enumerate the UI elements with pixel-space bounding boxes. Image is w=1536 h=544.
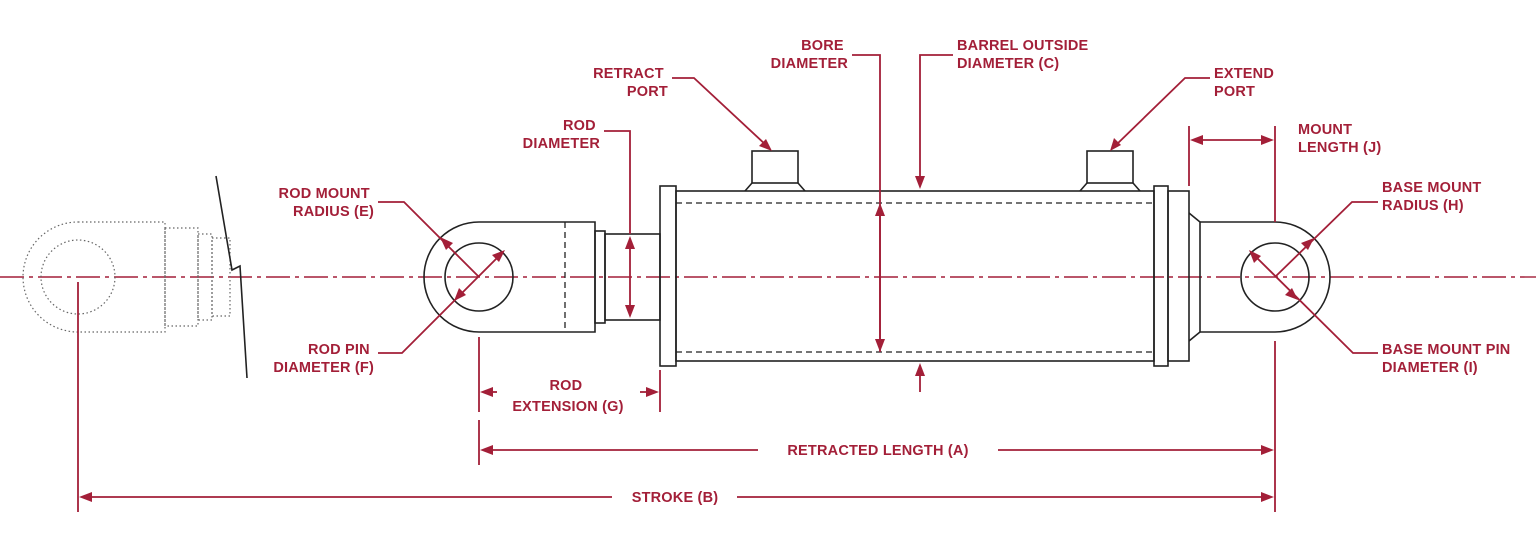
rod-pin-hole	[444, 242, 514, 312]
rod-pin-diameter-label: ROD PIN DIAMETER (F)	[273, 342, 374, 376]
retracted-length-dimension	[478, 341, 1276, 512]
rod-diameter-dimension	[604, 130, 635, 318]
retract-port-fitting	[744, 150, 806, 192]
mount-length-label: MOUNT LENGTH (J)	[1298, 122, 1381, 156]
mount-length-dimension	[1188, 126, 1276, 222]
base-mount-radius-leader	[1274, 201, 1378, 278]
base-mount	[1188, 212, 1331, 342]
retract-port-label: RETRACT PORT	[593, 66, 668, 100]
retracted-length-label: RETRACTED LENGTH (A)	[787, 443, 968, 459]
rod-extension-label: ROD EXTENSION (G)	[512, 378, 623, 415]
rod-clevis	[423, 221, 661, 333]
break-line	[215, 175, 248, 379]
barrel-od-label: BARREL OUTSIDE DIAMETER (C)	[957, 38, 1093, 72]
retract-port-leader	[672, 77, 772, 151]
bore-label: BORE DIAMETER	[771, 38, 849, 72]
rod-mount-radius-label: ROD MOUNT RADIUS (E)	[279, 186, 374, 220]
rod-diameter-label: ROD DIAMETER	[523, 118, 601, 152]
extend-port-fitting	[1079, 150, 1141, 192]
barrel-od-dimension	[915, 54, 953, 392]
extended-rod-ghost	[22, 175, 248, 379]
barrel	[659, 185, 1190, 367]
rod-mount-radius-leader	[378, 201, 480, 278]
base-pin-diameter-label: BASE MOUNT PIN DIAMETER (I)	[1382, 342, 1515, 376]
stroke-label: STROKE (B)	[632, 490, 719, 506]
extend-port-label: EXTEND PORT	[1214, 66, 1278, 100]
base-pin-diameter-leader	[1249, 250, 1378, 354]
base-pin-hole	[1240, 242, 1310, 312]
extend-port-leader	[1110, 77, 1210, 151]
rod-extension-dimension	[478, 337, 661, 412]
rod-pin-diameter-leader	[378, 250, 505, 354]
bore-dimension	[852, 54, 885, 352]
stroke-dimension	[77, 282, 1274, 512]
base-mount-radius-label: BASE MOUNT RADIUS (H)	[1382, 180, 1486, 214]
